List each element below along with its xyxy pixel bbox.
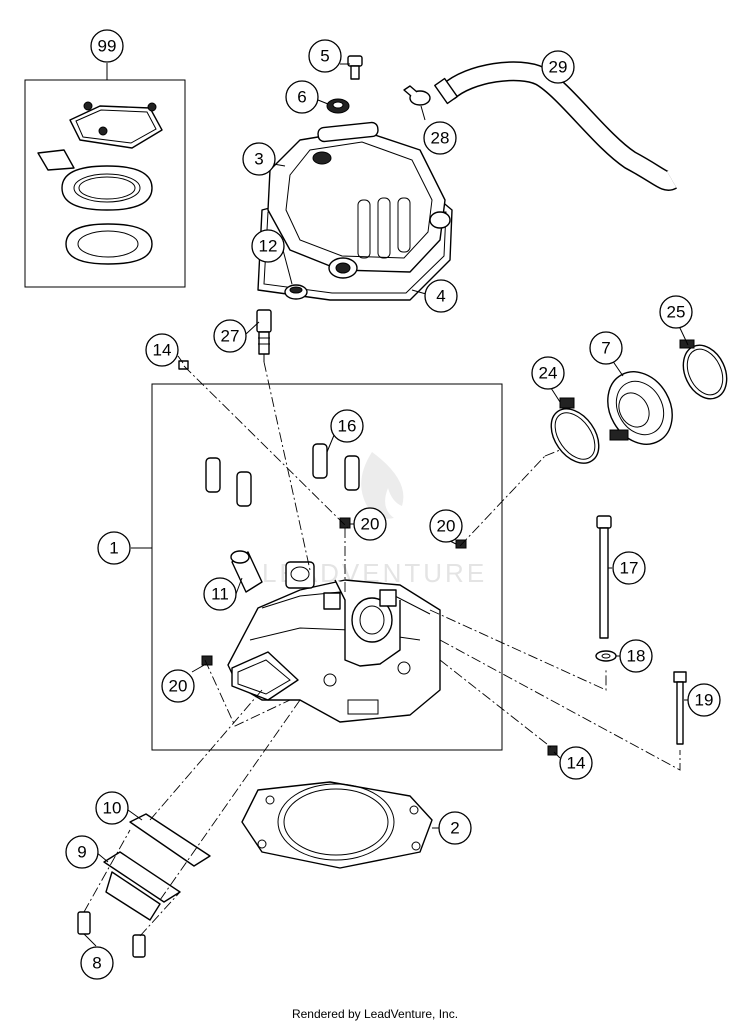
svg-text:10: 10: [103, 799, 122, 818]
callout-20-left: 20: [161, 669, 195, 703]
svg-text:6: 6: [297, 88, 306, 107]
callout-9: 9: [65, 835, 99, 869]
callout-12: 12: [251, 229, 285, 263]
cylinder-head-gasket-2: [241, 781, 433, 869]
callout-18: 18: [619, 639, 653, 673]
alignment-lines: [83, 361, 681, 937]
svg-text:8: 8: [92, 954, 101, 973]
callout-1: 1: [97, 531, 131, 565]
svg-text:16: 16: [338, 417, 357, 436]
callout-27: 27: [213, 319, 247, 353]
svg-text:20: 20: [437, 517, 456, 536]
callout-2: 2: [438, 811, 472, 845]
svg-text:4: 4: [436, 287, 445, 306]
callout-24: 24: [531, 356, 565, 390]
callout-3: 3: [242, 142, 276, 176]
render-credit: Rendered by LeadVenture, Inc.: [291, 1007, 459, 1021]
valve-cover-3: [257, 121, 453, 301]
svg-text:1: 1: [109, 539, 118, 558]
svg-text:18: 18: [627, 647, 646, 666]
svg-text:7: 7: [601, 339, 610, 358]
svg-text:20: 20: [169, 677, 188, 696]
svg-text:2: 2: [450, 819, 459, 838]
svg-text:24: 24: [539, 364, 558, 383]
callout-99: 99: [90, 29, 124, 63]
callout-6: 6: [285, 80, 319, 114]
svg-text:99: 99: [98, 37, 117, 56]
gasket-set-box: [24, 79, 186, 288]
temperature-sensor-27: [256, 309, 272, 362]
callout-28: 28: [423, 121, 457, 155]
callout-14-bottom: 14: [559, 746, 593, 780]
callout-11: 11: [203, 577, 237, 611]
callout-20-right: 20: [429, 509, 463, 543]
intake-flange-7: [607, 371, 673, 445]
svg-text:14: 14: [153, 341, 172, 360]
hose-clamp-28: [403, 85, 431, 106]
svg-text:29: 29: [549, 58, 568, 77]
svg-text:19: 19: [695, 691, 714, 710]
small-gasket: [37, 149, 75, 171]
gasket-set-99: [24, 63, 186, 288]
svg-text:25: 25: [667, 303, 686, 322]
screw-14-bottom: [547, 745, 558, 756]
svg-text:27: 27: [221, 327, 240, 346]
screw-20-top: [339, 517, 351, 529]
valve-guides-16: [205, 443, 360, 507]
breather-hose-29: [434, 61, 677, 191]
clamp-25: [679, 339, 728, 400]
svg-text:14: 14: [567, 754, 586, 773]
cylinder-head-gasket-small: [61, 165, 153, 211]
cylinder-head-box: [151, 383, 503, 751]
callout-5: 5: [308, 39, 342, 73]
callout-10: 10: [95, 791, 129, 825]
screw-14-top: [178, 360, 189, 370]
bolt-19: [673, 671, 687, 745]
exhaust-flange-9: [103, 851, 181, 921]
svg-text:20: 20: [361, 515, 380, 534]
seal-ring-6: [326, 98, 350, 114]
callout-4: 4: [424, 279, 458, 313]
valve-cover-screw-5: [347, 55, 363, 80]
callout-14-top: 14: [145, 333, 179, 367]
callout-16: 16: [330, 409, 364, 443]
svg-text:3: 3: [254, 150, 263, 169]
callout-19: 19: [687, 683, 721, 717]
washer-18: [595, 650, 617, 662]
stud-bolt-17: [596, 515, 612, 639]
callout-20-top: 20: [353, 507, 387, 541]
spigot-11: [230, 550, 263, 593]
svg-text:28: 28: [431, 129, 450, 148]
clamp-24: [550, 397, 600, 464]
svg-text:11: 11: [211, 585, 229, 604]
svg-text:5: 5: [320, 47, 329, 66]
svg-text:9: 9: [77, 843, 86, 862]
callout-7: 7: [589, 331, 623, 365]
callout-25: 25: [659, 295, 693, 329]
cylinder-head-1: [227, 561, 441, 723]
exhaust-gasket-10: [129, 813, 211, 867]
plug-12: [284, 284, 308, 300]
callout-17: 17: [612, 551, 646, 585]
svg-text:17: 17: [620, 559, 639, 578]
base-gasket-small: [65, 223, 153, 265]
callout-29: 29: [541, 50, 575, 84]
valve-cover-gasket-small: [69, 105, 163, 149]
svg-text:12: 12: [259, 237, 278, 256]
callout-8: 8: [80, 946, 114, 980]
